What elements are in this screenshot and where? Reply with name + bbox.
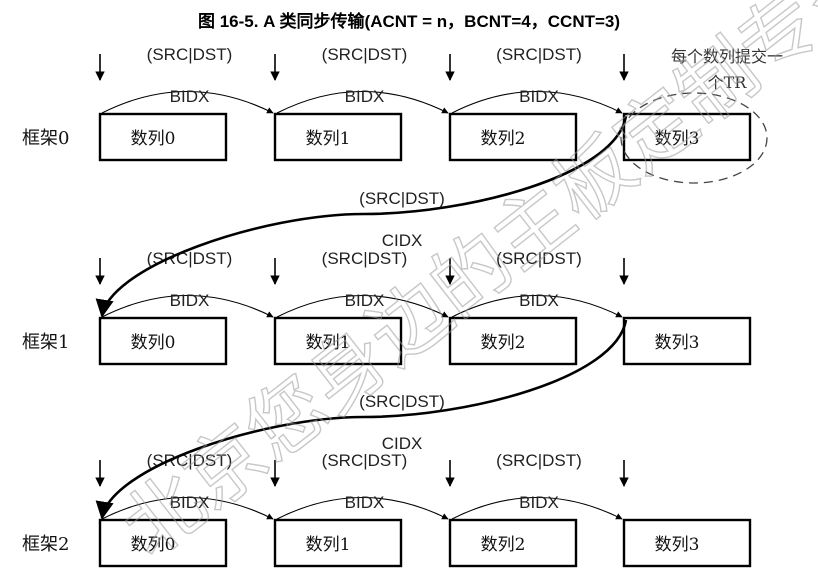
bidx-arc: [101, 496, 274, 520]
bidx-arc: [451, 90, 623, 114]
tr-highlight-ellipse: [620, 92, 768, 184]
array-label: 数列3: [655, 129, 700, 149]
array-label: 数列0: [131, 129, 176, 149]
src-dst-label: (SRC|DST): [147, 451, 233, 470]
src-dst-label: (SRC|DST): [322, 249, 408, 268]
bidx-label: BIDX: [345, 493, 385, 512]
bidx-label: BIDX: [345, 87, 385, 106]
bidx-arc: [101, 294, 274, 318]
cidx-src-dst-label: (SRC|DST): [359, 392, 445, 411]
bidx-arc: [276, 496, 449, 520]
src-dst-label: (SRC|DST): [322, 451, 408, 470]
bidx-label: BIDX: [519, 87, 559, 106]
cidx-label: CIDX: [382, 434, 423, 453]
array-box: [98, 316, 228, 366]
frame-label: 框架0: [22, 128, 69, 149]
frame-label: 框架2: [22, 534, 69, 555]
note-line-2: 个TR: [708, 73, 748, 92]
array-box: [273, 518, 403, 568]
src-dst-label: (SRC|DST): [147, 249, 233, 268]
frame-link-1: (SRC|DST)CIDX: [95, 319, 628, 520]
frame-row-0: 框架0 数列0 数列1 数列2 数列3 (SRC|DST) BIDX (SRC|DST) BID…: [22, 45, 752, 162]
array-box: [273, 112, 403, 162]
array-label: 数列2: [481, 333, 526, 353]
tr-note: 每个数列提交一 个TR: [620, 47, 783, 184]
bidx-arc: [101, 90, 274, 114]
frame-row-2: 框架2 数列0 数列1 数列2 数列3 (SRC|DST) BIDX (SRC|DST) BID…: [22, 451, 752, 568]
figure-title: 图 16-5. A 类同步传输(ACNT = n，BCNT=4，CCNT=3): [198, 11, 620, 31]
cidx-src-dst-label: (SRC|DST): [359, 189, 445, 208]
src-dst-label: (SRC|DST): [147, 45, 233, 64]
cidx-label: CIDX: [382, 231, 423, 250]
src-dst-label: (SRC|DST): [322, 45, 408, 64]
src-dst-label: (SRC|DST): [496, 249, 582, 268]
bidx-arc: [451, 496, 623, 520]
array-box: [622, 112, 752, 162]
frame-row-1: 框架1 数列0 数列1 数列2 数列3 (SRC|DST) BIDX (SRC|DST) BID…: [22, 249, 752, 366]
cidx-curve: [95, 319, 628, 520]
frame-link-0: (SRC|DST)CIDX: [95, 115, 628, 318]
note-line-1: 每个数列提交一: [671, 47, 783, 66]
bidx-label: BIDX: [345, 291, 385, 310]
array-label: 数列0: [131, 535, 176, 555]
array-box: [448, 112, 578, 162]
array-box: [448, 316, 578, 366]
array-label: 数列1: [306, 333, 351, 353]
src-dst-label: (SRC|DST): [496, 45, 582, 64]
array-label: 数列2: [481, 535, 526, 555]
array-label: 数列0: [131, 333, 176, 353]
bidx-label: BIDX: [170, 87, 210, 106]
array-box: [448, 518, 578, 568]
bidx-label: BIDX: [519, 291, 559, 310]
array-box: [622, 316, 752, 366]
frame-label: 框架1: [22, 332, 69, 353]
bidx-arc: [451, 294, 623, 318]
array-label: 数列1: [306, 129, 351, 149]
src-dst-label: (SRC|DST): [496, 451, 582, 470]
bidx-arc: [276, 90, 449, 114]
cidx-curve: [95, 115, 628, 318]
array-label: 数列1: [306, 535, 351, 555]
bidx-label: BIDX: [519, 493, 559, 512]
array-label: 数列3: [655, 535, 700, 555]
array-box: [622, 518, 752, 568]
array-box: [98, 112, 228, 162]
array-label: 数列2: [481, 129, 526, 149]
bidx-arc: [276, 294, 449, 318]
bidx-label: BIDX: [170, 493, 210, 512]
array-label: 数列3: [655, 333, 700, 353]
bidx-label: BIDX: [170, 291, 210, 310]
array-box: [98, 518, 228, 568]
array-box: [273, 316, 403, 366]
watermark: 北京您身边的主板定制专家: [106, 0, 818, 575]
